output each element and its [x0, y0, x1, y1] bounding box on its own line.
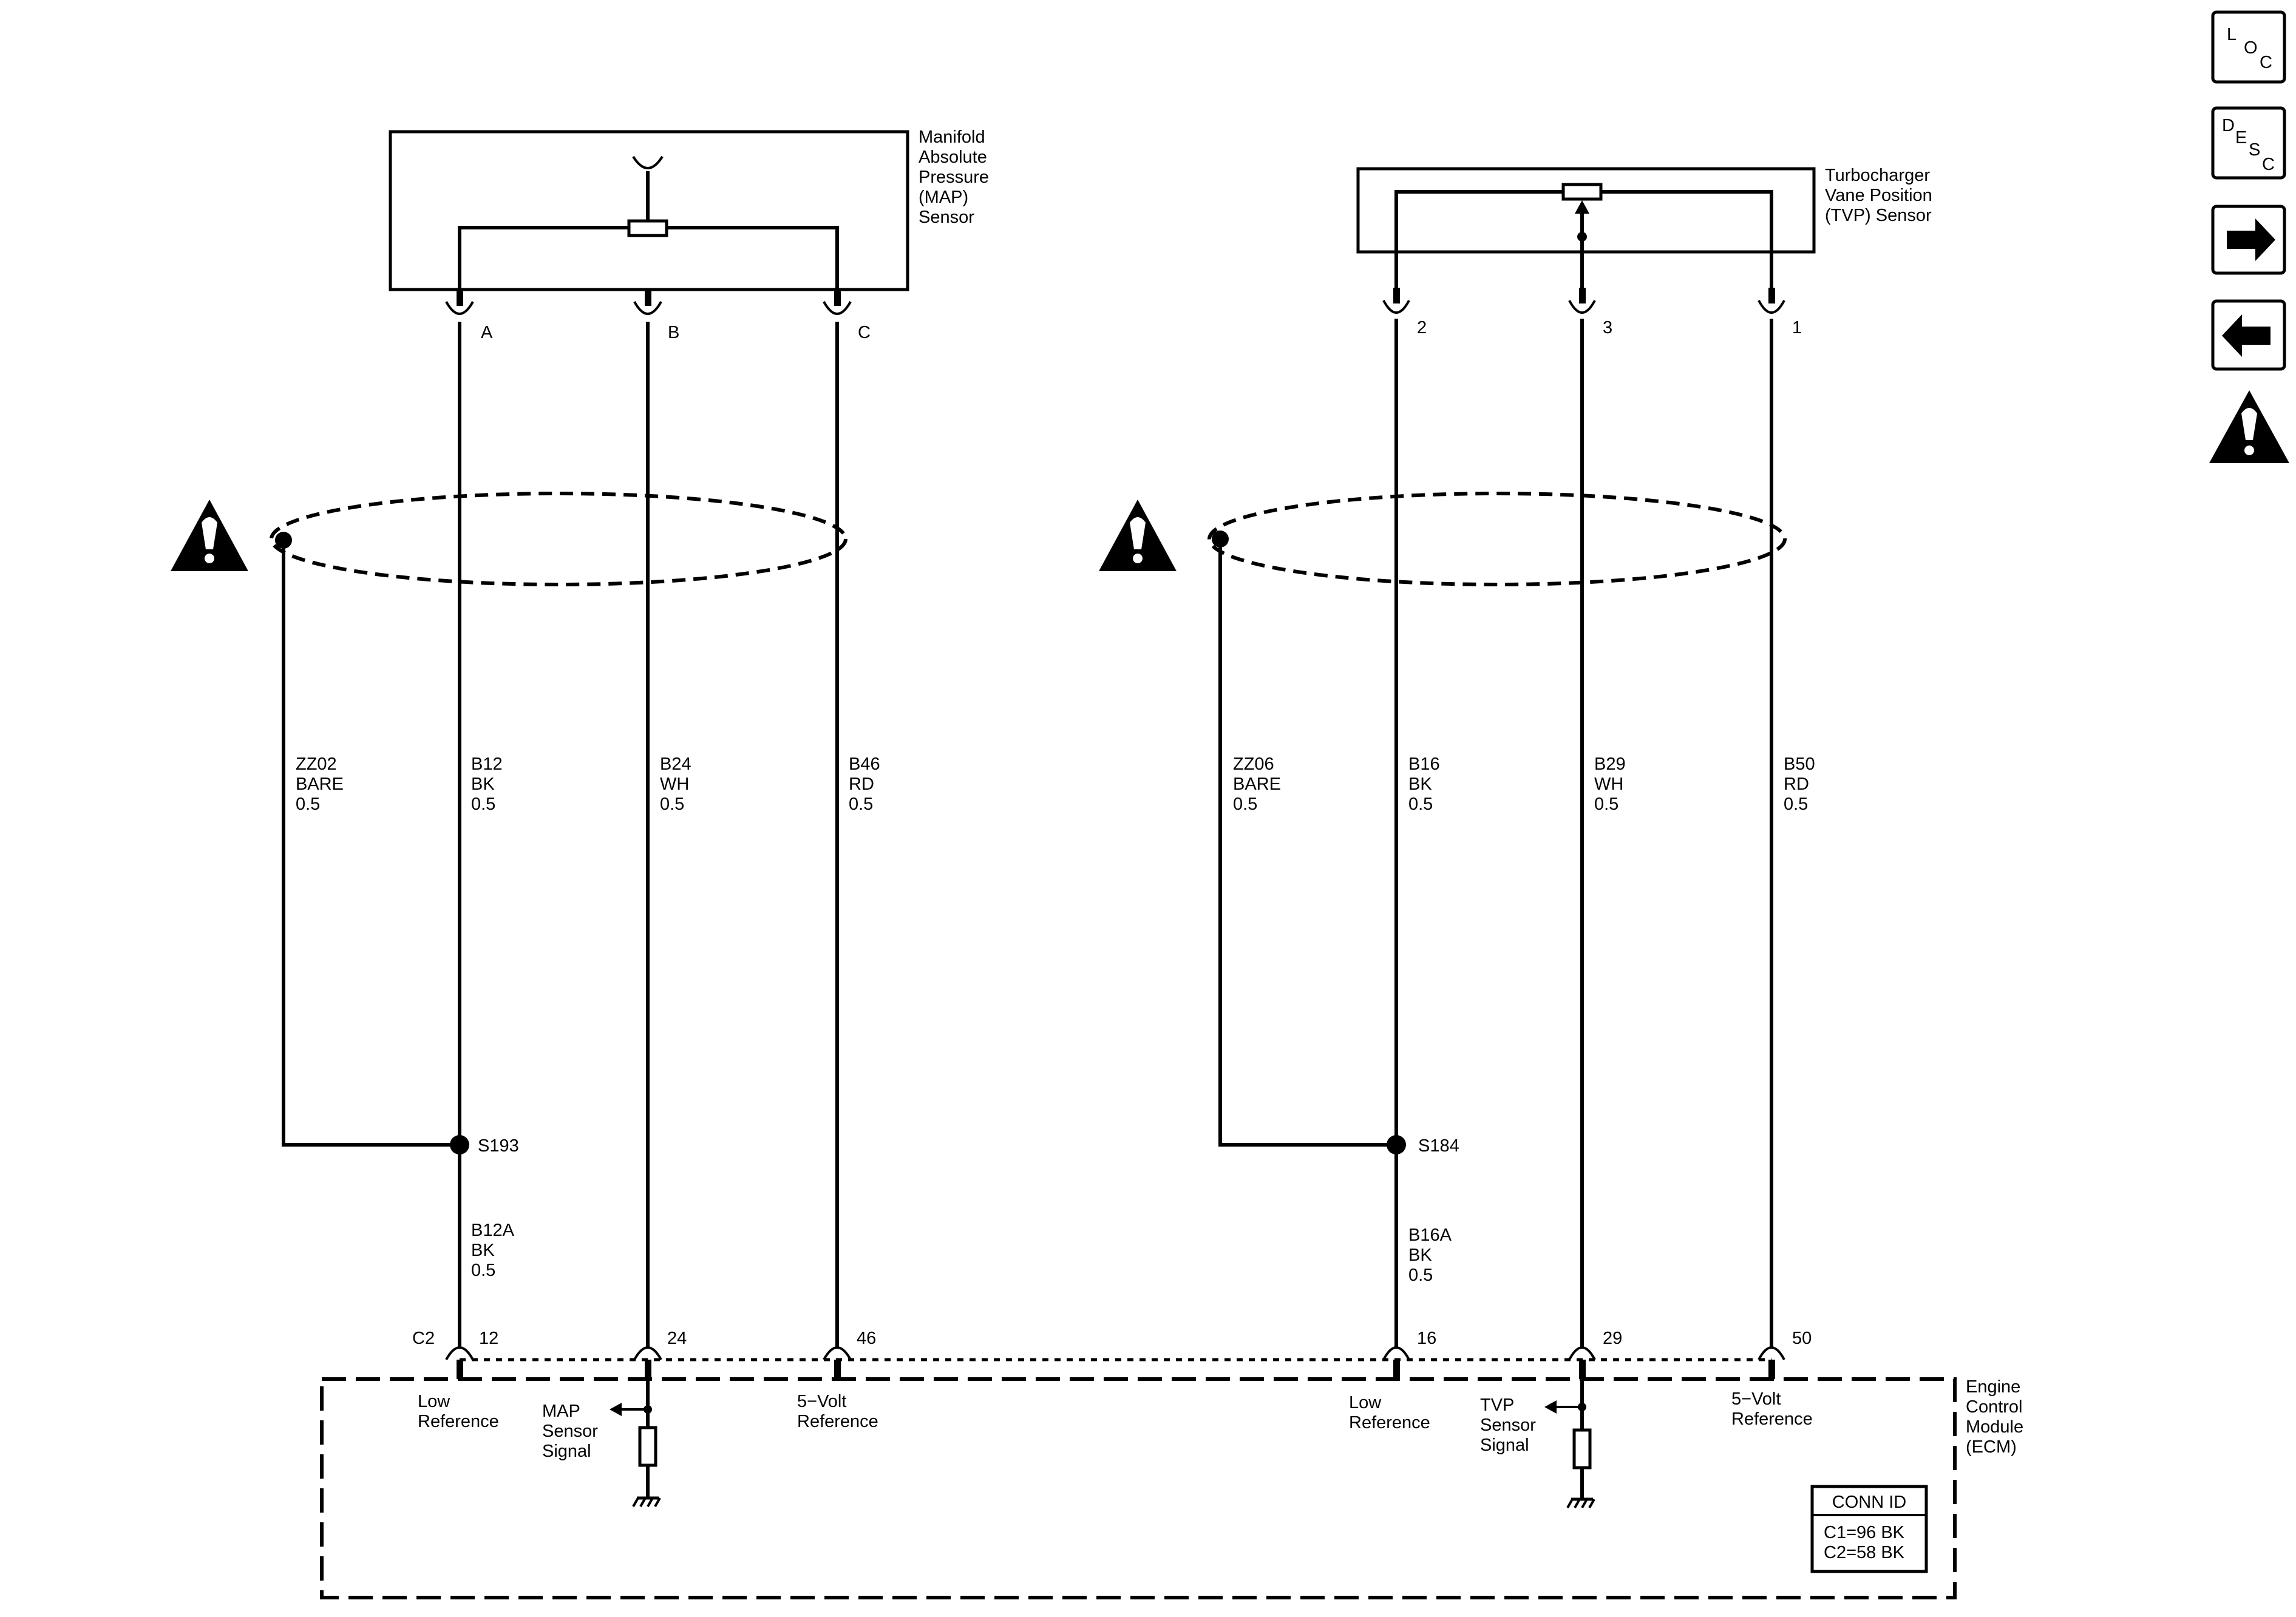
- ecm-pin-50: 50: [1792, 1329, 1812, 1348]
- ground-icon: [632, 1496, 661, 1507]
- map-sensor: A B C Manifold Absolute Pressure (MAP) S…: [389, 127, 994, 342]
- label-b46: B46 RD 0.5: [849, 754, 885, 814]
- splice-label-s193: S193: [478, 1136, 519, 1156]
- nav-desc-letter: D: [2222, 116, 2235, 135]
- ecm-connector-id: C2: [412, 1329, 435, 1348]
- label-b12a: B12A BK 0.5: [471, 1221, 518, 1280]
- caution-triangle-icon: [2241, 408, 2257, 440]
- ecm-label-map-signal: MAP Sensor Signal: [542, 1402, 603, 1461]
- ecm-pin-16: 16: [1417, 1329, 1436, 1348]
- drain-end-zz02: [275, 532, 292, 549]
- label-zz06: ZZ06 BARE 0.5: [1233, 754, 1286, 814]
- splice-s184: [1387, 1135, 1406, 1154]
- tvp-resistor: [1561, 183, 1603, 201]
- wires: [270, 319, 1787, 1348]
- label-b50: B50 RD 0.5: [1784, 754, 1820, 814]
- map-pin-c: C: [858, 323, 871, 342]
- nav-desc-letter: C: [2262, 155, 2275, 174]
- label-b16a: B16A BK 0.5: [1408, 1225, 1455, 1285]
- tvp-pin-3: 3: [1603, 318, 1612, 337]
- wire-zz06: [1218, 539, 1396, 1147]
- nav-caution-button[interactable]: [2209, 390, 2289, 463]
- ecm: C2 12 24 46 16 29 50: [320, 1329, 2028, 1599]
- map-sensor-box: [389, 130, 909, 291]
- ecm-label-low-ref-2: Low Reference: [1349, 1393, 1430, 1432]
- ecm-pin-24: 24: [667, 1329, 687, 1348]
- ecm-label-5v-ref-1: 5−Volt Reference: [797, 1392, 878, 1431]
- splice-s193: [450, 1135, 469, 1154]
- conn-id-table: CONN ID C1=96 BK C2=58 BK: [1810, 1485, 1928, 1573]
- arrow-right-icon: [2227, 219, 2275, 261]
- map-pin-b: B: [668, 323, 679, 342]
- tvp-pin-1: 1: [1792, 318, 1802, 337]
- label-b12: B12 BK 0.5: [471, 754, 508, 814]
- tvp-pin-2: 2: [1417, 318, 1427, 337]
- ecm-name: Engine Control Module (ECM): [1966, 1377, 2028, 1457]
- tvp-pullup-resistor: [1572, 1428, 1592, 1470]
- drain-end-zz06: [1212, 531, 1229, 547]
- wire-labels: ZZ02 BARE 0.5 B12 BK 0.5 B24 WH 0.5 B46 …: [296, 754, 1820, 1285]
- nav-desc-button[interactable]: D E S C: [2211, 106, 2286, 180]
- ground-icon: [1566, 1497, 1595, 1508]
- ecm-box: [320, 1377, 1957, 1599]
- nav-loc-letter: O: [2244, 38, 2258, 58]
- label-b24: B24 WH 0.5: [660, 754, 696, 814]
- ecm-label-5v-ref-2: 5−Volt Reference: [1731, 1389, 1813, 1429]
- tvp-sensor-name: Turbocharger Vane Position (TVP) Sensor: [1825, 166, 1937, 225]
- nav-next-button[interactable]: [2211, 205, 2286, 275]
- tvp-sensor: 2 3 1 Turbocharger Vane Position (TVP) S…: [1356, 166, 1937, 337]
- ecm-label-tvp-signal: TVP Sensor Signal: [1480, 1395, 1541, 1455]
- tvp-sensor-box: [1356, 167, 1816, 254]
- ecm-pin-12: 12: [479, 1329, 498, 1348]
- map-pullup-resistor: [638, 1426, 657, 1467]
- wire-zz02: [282, 540, 460, 1147]
- map-sensor-name: Manifold Absolute Pressure (MAP) Sensor: [919, 127, 994, 227]
- ecm-pin-29: 29: [1603, 1329, 1622, 1348]
- shield-tvp: [1207, 492, 1787, 586]
- caution-icon: [1099, 500, 1177, 571]
- conn-id-row: C2=58 BK: [1824, 1543, 1905, 1562]
- map-resistor: [627, 219, 668, 237]
- nav-loc-button[interactable]: L O C: [2211, 10, 2286, 84]
- splice-label-s184: S184: [1418, 1136, 1459, 1156]
- label-b29: B29 WH 0.5: [1594, 754, 1631, 814]
- nav-loc-letter: L: [2227, 25, 2237, 44]
- map-pin-a: A: [481, 323, 493, 342]
- conn-id-row: C1=96 BK: [1824, 1523, 1905, 1542]
- label-b16: B16 BK 0.5: [1408, 754, 1445, 814]
- nav-desc-letter: E: [2235, 128, 2247, 147]
- conn-id-header: CONN ID: [1832, 1493, 1906, 1512]
- shield-map: [270, 492, 847, 586]
- caution-icon: [171, 500, 248, 571]
- ecm-pin-46: 46: [857, 1329, 876, 1348]
- nav-prev-button[interactable]: [2211, 299, 2286, 371]
- arrow-left-icon: [2222, 314, 2271, 357]
- nav-desc-letter: S: [2249, 140, 2260, 160]
- nav-loc-letter: C: [2260, 53, 2272, 72]
- label-zz02: ZZ02 BARE 0.5: [296, 754, 348, 814]
- ecm-label-low-ref-1: Low Reference: [418, 1392, 499, 1431]
